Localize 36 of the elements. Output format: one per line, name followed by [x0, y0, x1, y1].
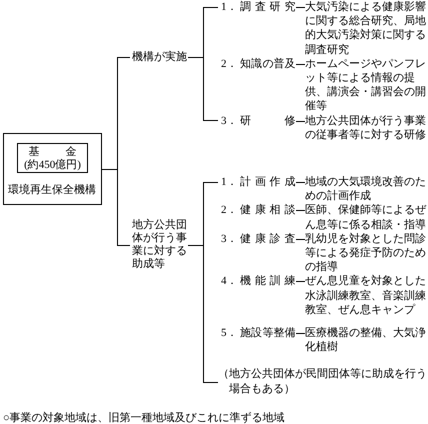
item-label: 調査研究 — [240, 0, 296, 14]
fund-amount: (約450億円) — [24, 159, 81, 172]
item-label: 機能訓練 — [240, 274, 296, 289]
connector-line — [188, 245, 218, 383]
connector-line — [102, 169, 130, 246]
fund-box — [17, 143, 88, 173]
item-description: ぜん息児童を対象とした水泳訓練教室、音楽訓練教室、ぜん息キャンプ — [305, 274, 427, 318]
item-description: 大気汚染による健康影響に関する総合研究、局地的大気汚染対策に関する調査研究 — [305, 0, 427, 57]
item-label: 計画作成 — [240, 175, 296, 190]
item-label: 施設等整備 — [240, 326, 296, 340]
note-text: （地方公共団体が民間団体等に助成を行う場合もある） — [218, 367, 428, 396]
item-number: 3． — [220, 232, 238, 246]
connector-line — [188, 57, 218, 121]
branch-label: 機構が実施 — [130, 50, 188, 64]
item-number: 1． — [220, 0, 238, 14]
item-label: 健康相談 — [240, 203, 296, 218]
organization-box — [3, 133, 102, 205]
item-description: 地域の大気環境改善のための計画作成 — [305, 175, 427, 204]
organization-name: 環境再生保全機構 — [8, 184, 96, 196]
item-description: 地方公共団体が行う事業の従事者等に対する研修 — [305, 114, 427, 142]
item-number: 1． — [220, 175, 238, 190]
item-description: ホームページやパンフレット等による情報の提供、講演会・講習会の開催等 — [305, 56, 427, 114]
item-number: 5． — [220, 326, 238, 340]
item-number: 2． — [220, 203, 238, 218]
item-label: 知識の普及 — [240, 56, 296, 72]
fund-title: 基 金 — [28, 146, 76, 158]
item-number: 3． — [220, 114, 238, 128]
item-label: 研修 — [240, 114, 296, 128]
item-number: 4． — [220, 274, 238, 289]
branch-label: 地方公共団体が行う事業に対する助成等 — [130, 218, 188, 272]
item-description: 乳幼児を対象とした問診等による発症予防のための指導 — [305, 232, 427, 274]
item-label: 健康診査 — [240, 232, 296, 246]
item-number: 2． — [220, 56, 238, 72]
footnote: ○事業の対象地域は、旧第一種地域及びこれに準ずる地域 — [3, 411, 285, 424]
item-description: 医師、保健師等によるぜん息等に係る相談・指導 — [305, 203, 427, 232]
item-description: 医療機器の整備、大気浄化植樹 — [305, 326, 427, 354]
